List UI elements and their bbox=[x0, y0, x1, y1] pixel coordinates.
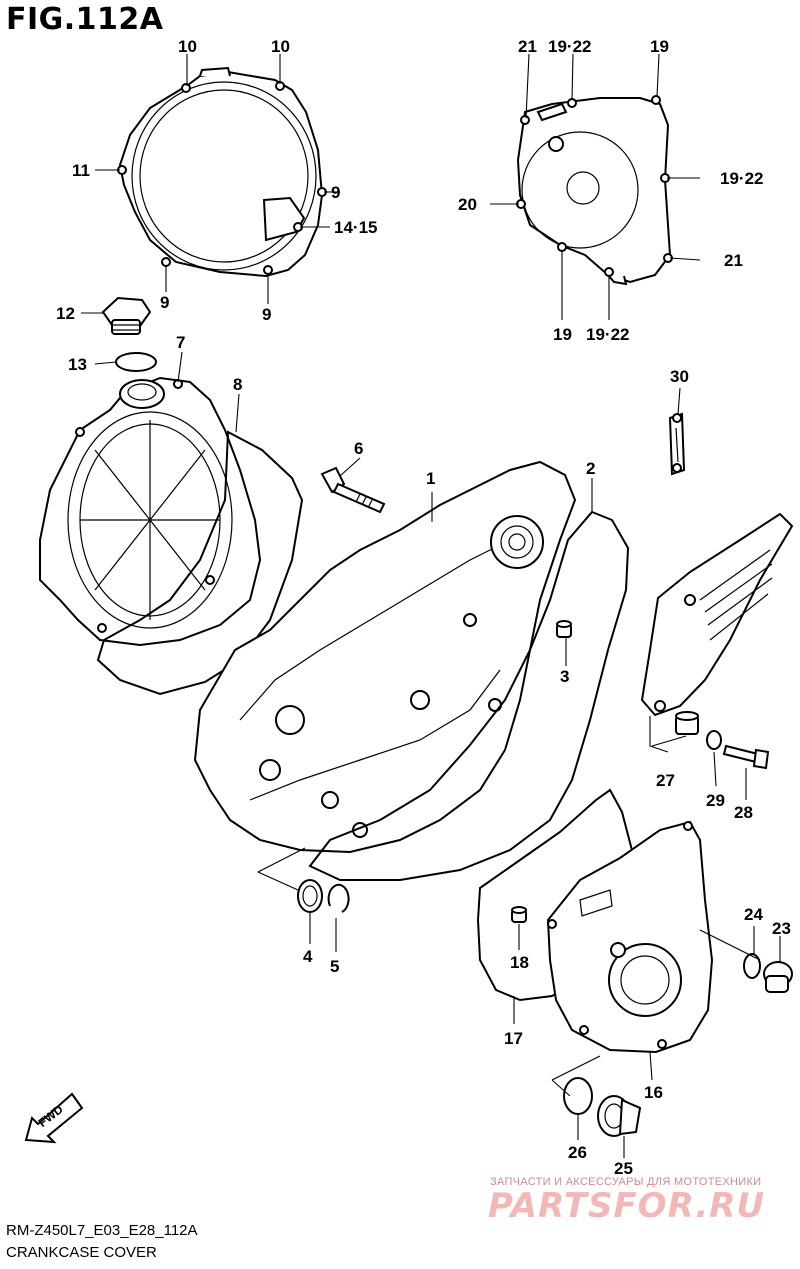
figure-code: RM-Z450L7_E03_E28_112A bbox=[6, 1222, 198, 1239]
crankcase bbox=[193, 460, 577, 854]
figure-caption: CRANKCASE COVER bbox=[6, 1244, 157, 1261]
watermark-tagline: ЗАПЧАСТИ И АКСЕССУАРЫ ДЛЯ МОТОТЕХНИКИ bbox=[490, 1176, 762, 1188]
callout-16: 16 bbox=[644, 1083, 663, 1102]
fwd-arrow-icon bbox=[24, 1092, 84, 1144]
callout-19-22a: 19·22 bbox=[548, 37, 592, 56]
circlip-5 bbox=[327, 883, 350, 913]
callout-20: 20 bbox=[458, 195, 477, 214]
generator-cover bbox=[516, 95, 673, 286]
magneto-cover bbox=[546, 820, 714, 1054]
callout-11: 11 bbox=[72, 161, 90, 180]
plug-23 bbox=[763, 961, 793, 993]
callout-21b: 21 bbox=[724, 251, 743, 270]
callout-21a: 21 bbox=[518, 37, 537, 56]
callout-28: 28 bbox=[734, 803, 753, 822]
callout-1: 1 bbox=[426, 469, 436, 488]
plug-25 bbox=[597, 1095, 642, 1137]
callout-19-22b: 19·22 bbox=[720, 169, 764, 188]
washer-29 bbox=[706, 730, 722, 750]
callout-10a: 10 bbox=[178, 37, 197, 56]
clutch-cover-gasket bbox=[96, 430, 304, 696]
callout-3: 3 bbox=[560, 667, 570, 686]
callout-29: 29 bbox=[706, 791, 725, 810]
callout-2: 2 bbox=[586, 459, 596, 478]
callout-19-22c: 19·22 bbox=[586, 325, 630, 344]
callout-24: 24 bbox=[744, 905, 763, 924]
callout-13: 13 bbox=[68, 355, 87, 374]
callout-19b: 19 bbox=[553, 325, 572, 344]
crankcase-gasket bbox=[308, 510, 630, 881]
callout-7: 7 bbox=[176, 333, 186, 352]
callout-18: 18 bbox=[510, 953, 529, 972]
bolt-6 bbox=[320, 466, 386, 514]
callout-30: 30 bbox=[670, 367, 689, 386]
callout-10b: 10 bbox=[271, 37, 290, 56]
callout-19a: 19 bbox=[650, 37, 669, 56]
callout-12: 12 bbox=[56, 304, 75, 323]
callout-23: 23 bbox=[772, 919, 791, 938]
callout-9a: 9 bbox=[331, 183, 341, 202]
dowel-pin-18 bbox=[511, 906, 527, 923]
clamp-30 bbox=[668, 412, 686, 476]
callout-6: 6 bbox=[354, 439, 364, 458]
callout-14-15: 14·15 bbox=[334, 218, 378, 237]
leader-lines bbox=[81, 53, 781, 1158]
callout-26: 26 bbox=[568, 1143, 587, 1162]
bolt-28 bbox=[722, 744, 770, 770]
figure-title: FIG.112A bbox=[6, 2, 164, 37]
callout-5: 5 bbox=[330, 957, 340, 976]
oil-seal-4 bbox=[297, 879, 323, 913]
oil-filler-cap bbox=[101, 296, 152, 335]
callout-9b: 9 bbox=[160, 293, 170, 312]
sprocket-cover bbox=[640, 512, 794, 717]
watermark-brand: PARTSFOR.RU bbox=[488, 1186, 766, 1226]
callout-8: 8 bbox=[233, 375, 243, 394]
dowel-pin-3 bbox=[556, 620, 572, 638]
o-ring-26 bbox=[563, 1077, 593, 1115]
callout-4: 4 bbox=[303, 947, 313, 966]
callout-9c: 9 bbox=[262, 305, 272, 324]
clutch-cover bbox=[117, 66, 327, 278]
callout-27: 27 bbox=[656, 771, 675, 790]
collar-27 bbox=[675, 711, 699, 735]
callout-25: 25 bbox=[614, 1159, 633, 1178]
outer-clutch-cover bbox=[39, 376, 262, 647]
o-ring-24 bbox=[743, 953, 761, 979]
callout-17: 17 bbox=[504, 1029, 523, 1048]
o-ring-13 bbox=[115, 352, 157, 372]
